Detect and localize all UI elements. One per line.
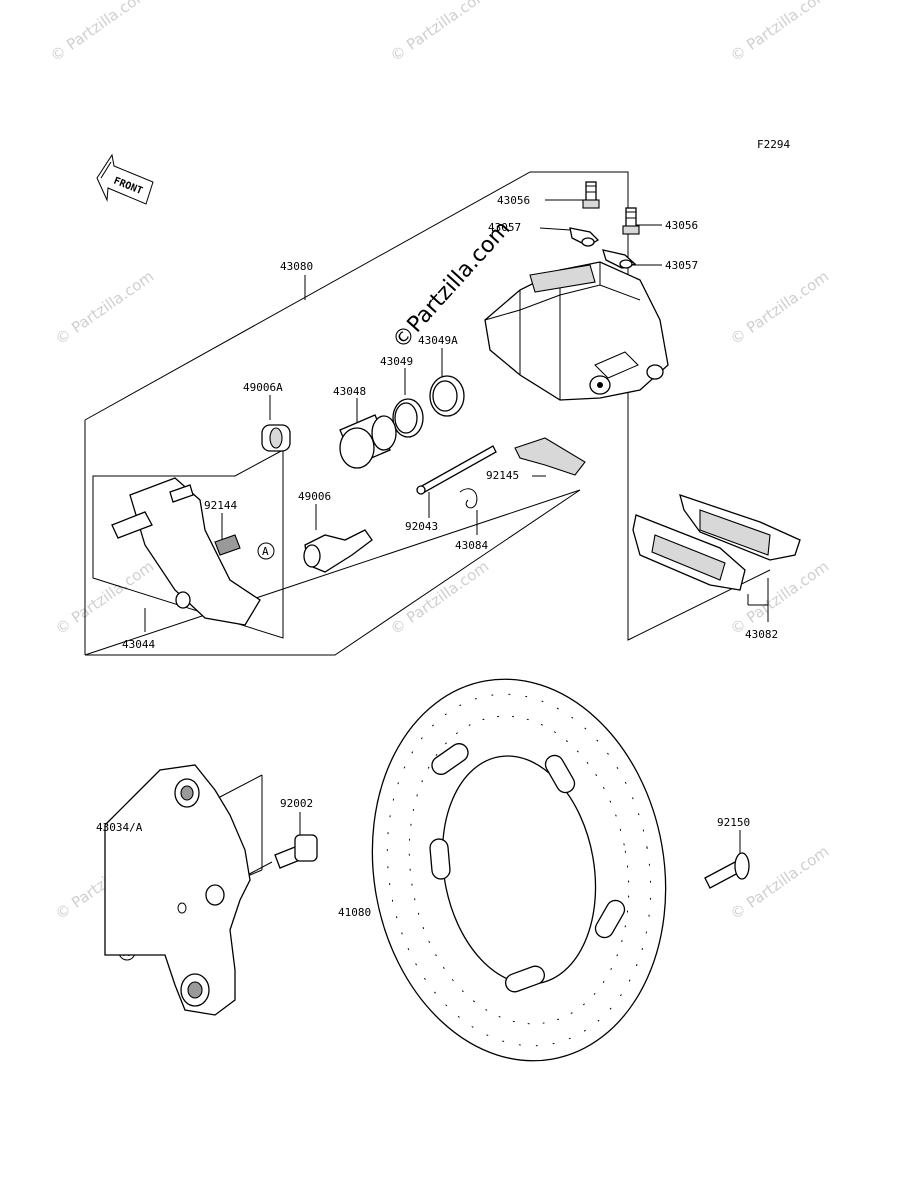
watermark: © Partzilla.com xyxy=(52,557,157,638)
dust-seal xyxy=(429,375,465,417)
caliper-mount-bracket xyxy=(104,764,251,1016)
part-label-49006: 49006 xyxy=(298,490,331,503)
part-label-43049: 43049 xyxy=(380,355,413,368)
front-label: FRONT xyxy=(112,176,144,197)
part-label-43080: 43080 xyxy=(280,260,313,273)
piston-seal xyxy=(392,398,424,438)
pad-spring xyxy=(514,437,586,476)
part-label-43084: 43084 xyxy=(455,539,488,552)
part-label-43056: 43056 xyxy=(497,194,530,207)
caliper-assembly-outline xyxy=(84,171,771,656)
watermark: © Partzilla.com xyxy=(727,267,832,348)
part-label-92002: 92002 xyxy=(280,797,313,810)
bracket-outline xyxy=(92,449,284,639)
part-label-43049a: 43049A xyxy=(418,334,458,347)
front-arrow-icon: FRONT xyxy=(96,153,154,205)
part-label-43056: 43056 xyxy=(665,219,698,232)
part-label-43057: 43057 xyxy=(488,221,521,234)
caliper-bracket xyxy=(111,477,261,626)
part-label-43044: 43044 xyxy=(122,638,155,651)
part-label-92144: 92144 xyxy=(204,499,237,512)
watermark: © Partzilla.com xyxy=(727,0,832,65)
watermark: © Partzilla.com xyxy=(387,557,492,638)
part-label-43057: 43057 xyxy=(665,259,698,272)
pin-clip xyxy=(459,488,478,509)
part-label-43048: 43048 xyxy=(333,385,366,398)
bleed-cap-ring xyxy=(581,237,595,247)
part-label-49006a: 49006A xyxy=(243,381,283,394)
callout-a-label: A xyxy=(262,545,269,558)
watermark: © Partzilla.com xyxy=(47,0,152,65)
part-label-92043: 92043 xyxy=(405,520,438,533)
bleed-valve xyxy=(622,207,640,235)
watermark: © Partzilla.com xyxy=(52,267,157,348)
mount-bolt xyxy=(274,834,318,869)
piston xyxy=(339,414,397,469)
watermark: © Partzilla.com xyxy=(387,0,492,65)
bleed-cap-ring xyxy=(619,259,633,269)
part-label-43034a: 43034/A xyxy=(96,821,143,834)
pad-pin xyxy=(416,445,497,495)
pin-bush xyxy=(214,534,241,556)
brake-disc xyxy=(371,678,667,1062)
disc-bolt xyxy=(704,852,750,889)
slide-boot xyxy=(261,424,291,452)
figure-code: F2294 xyxy=(757,138,790,151)
slide-boot xyxy=(303,529,373,573)
part-label-92150: 92150 xyxy=(717,816,750,829)
part-labels: 43080 43056 43056 43057 43057 43049A 430… xyxy=(96,194,778,919)
brake-pad xyxy=(679,493,801,561)
part-label-43082: 43082 xyxy=(745,628,778,641)
bleed-valve xyxy=(582,181,600,209)
brake-pad xyxy=(632,514,746,591)
caliper-body xyxy=(484,261,669,401)
part-label-41080: 41080 xyxy=(338,906,371,919)
callout-a-marker: A xyxy=(257,542,275,560)
part-label-92145: 92145 xyxy=(486,469,519,482)
